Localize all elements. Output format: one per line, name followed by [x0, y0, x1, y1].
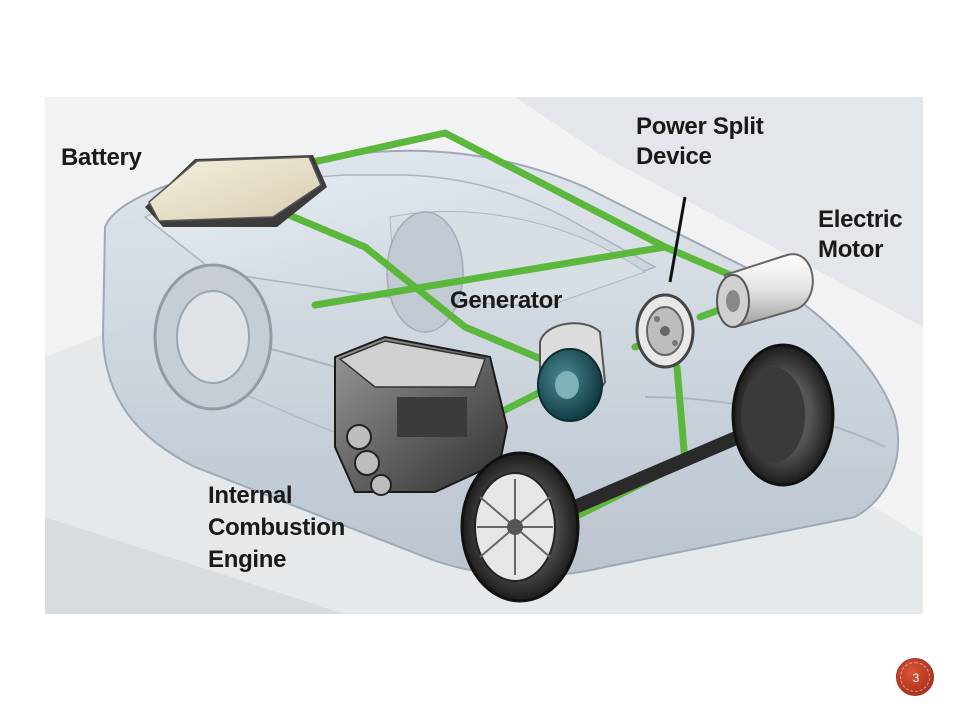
page-number: 3: [912, 671, 920, 685]
electric-motor-line-2: Motor: [818, 236, 884, 263]
combustion-engine-label: Internal Combustion Engine: [208, 480, 345, 576]
ice-line-3: Engine: [208, 546, 287, 573]
power-split-device-label: Power Split Device: [636, 112, 764, 172]
battery-pack: [145, 155, 327, 227]
power-split-device: [635, 196, 695, 369]
right-drive-wheel: [731, 343, 835, 487]
hybrid-car-diagram: [45, 97, 923, 614]
electric-motor-line-1: Electric: [818, 206, 903, 233]
power-split-line-2: Device: [636, 143, 712, 170]
generator-unit: [537, 322, 607, 422]
electric-motor-label: Electric Motor: [818, 205, 903, 265]
generator-label: Generator: [450, 287, 563, 314]
combustion-engine: [334, 335, 509, 496]
left-drive-wheel: [460, 451, 580, 603]
ice-line-2: Combustion: [208, 514, 345, 541]
electric-motor: [716, 253, 814, 329]
page-number-badge: 3: [896, 658, 934, 696]
ice-line-1: Internal: [208, 482, 293, 509]
battery-label: Battery: [61, 144, 142, 171]
power-split-line-1: Power Split: [636, 113, 764, 140]
